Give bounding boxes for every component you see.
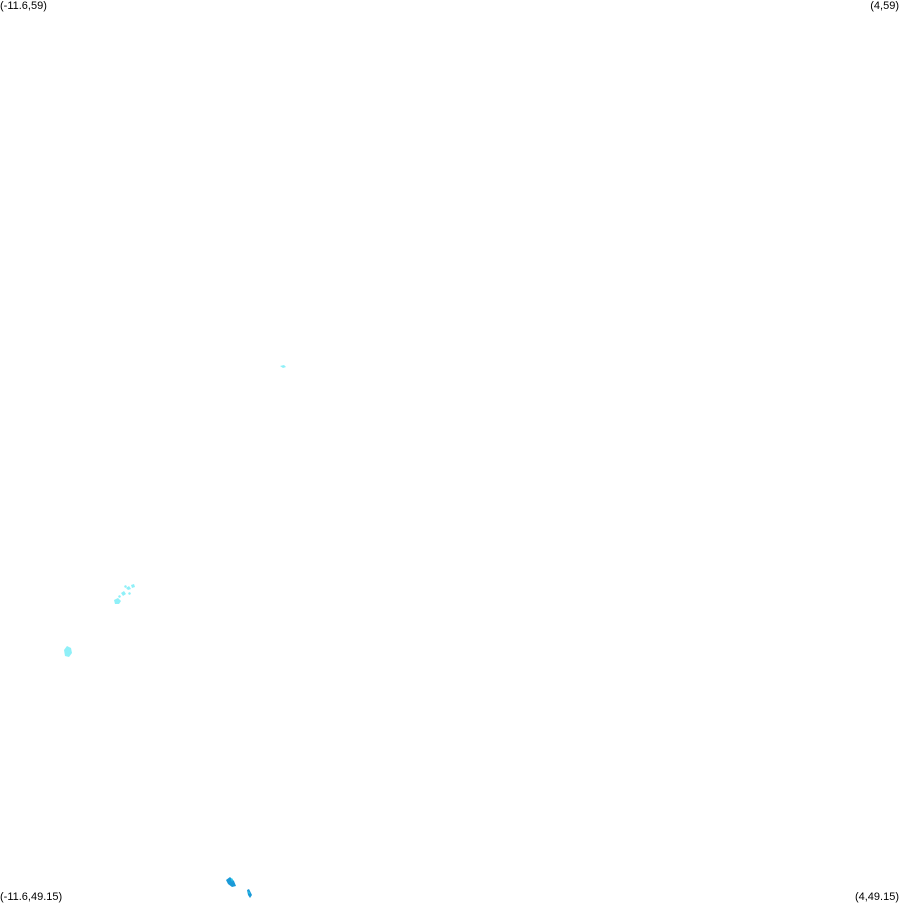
corner-coord-bottom-right: (4,49.15) [854, 891, 899, 903]
island-group-blue [226, 877, 252, 898]
corner-coord-top-right: (4,59) [870, 0, 899, 12]
island-blob [64, 646, 72, 657]
island-cluster [114, 584, 135, 604]
corner-coord-top-left: (-11.6,59) [0, 0, 47, 12]
corner-coord-bottom-left: (-11.6,49.15) [0, 891, 63, 903]
island-speck [280, 365, 286, 368]
